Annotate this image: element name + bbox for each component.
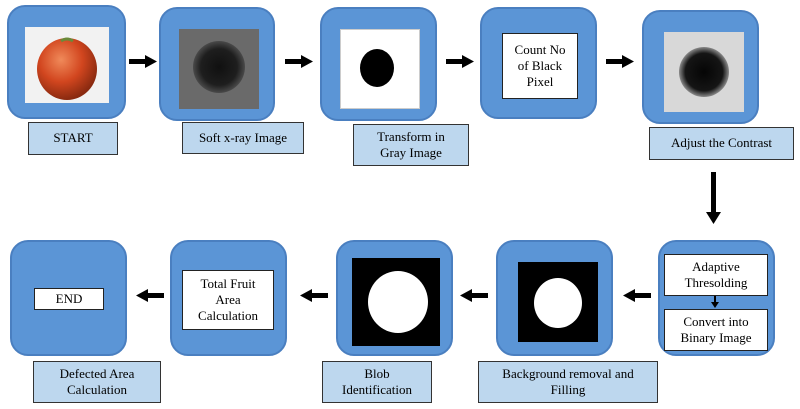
arrow-right-3 <box>446 55 474 68</box>
total-fruit-area-label: Total Fruit Area Calculation <box>182 270 274 330</box>
blob-identification-label: Blob Identification <box>322 361 432 403</box>
white-blob-icon <box>534 278 582 328</box>
black-blob-icon <box>360 49 394 87</box>
white-blob-large-icon <box>368 271 428 333</box>
adjust-contrast-label: Adjust the Contrast <box>649 127 794 160</box>
count-black-label: Count No of Black Pixel <box>502 33 578 99</box>
xray-blob-icon <box>193 41 245 93</box>
background-removal-tile <box>496 240 613 356</box>
blob-image <box>352 258 440 346</box>
adaptive-thresholding-label: Adaptive Thresolding <box>664 254 768 296</box>
end-label: END <box>34 288 104 310</box>
xray-image <box>179 29 259 109</box>
background-removal-label: Background removal and Filling <box>478 361 658 403</box>
transform-gray-tile <box>320 7 437 121</box>
arrow-right-4 <box>606 55 634 68</box>
defected-area-label: Defected Area Calculation <box>33 361 161 403</box>
contrast-blob-icon <box>679 47 729 97</box>
gray-image <box>340 29 420 109</box>
total-fruit-area-tile: Total Fruit Area Calculation <box>170 240 287 356</box>
start-tile <box>7 5 126 119</box>
soft-xray-label: Soft x-ray Image <box>182 122 304 154</box>
count-black-tile: Count No of Black Pixel <box>480 7 597 119</box>
arrow-down-inner <box>711 296 719 308</box>
adjust-contrast-tile <box>642 10 759 124</box>
convert-binary-label: Convert into Binary Image <box>664 309 768 351</box>
tomato-photo <box>25 27 109 103</box>
arrow-left-2 <box>460 289 488 302</box>
arrow-right-2 <box>285 55 313 68</box>
start-label: START <box>28 122 118 155</box>
arrow-left-1 <box>623 289 651 302</box>
transform-gray-label: Transform in Gray Image <box>353 124 469 166</box>
background-removal-image <box>518 262 598 342</box>
arrow-left-4 <box>136 289 164 302</box>
end-tile: END <box>10 240 127 356</box>
contrast-image <box>664 32 744 112</box>
soft-xray-tile <box>159 7 275 121</box>
arrow-down-main <box>706 172 721 224</box>
tomato-icon <box>37 37 97 100</box>
blob-identification-tile <box>336 240 453 356</box>
arrow-left-3 <box>300 289 328 302</box>
arrow-right-1 <box>129 55 157 68</box>
